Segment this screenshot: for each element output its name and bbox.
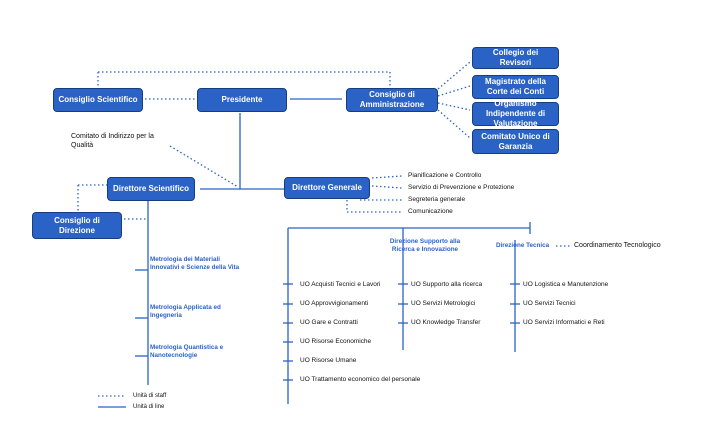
uo-tecnica-item: UO Servizi Tecnici — [523, 300, 576, 307]
staff-pianificazione: Pianificazione e Controllo — [408, 172, 482, 179]
direttore-generale-box: Direttore Generale — [284, 177, 370, 199]
legend-line-label: Unità di line — [133, 404, 165, 410]
comitato-garanzia-box: Comitato Unico di Garanzia — [472, 129, 559, 154]
uo-ricerca-item: UO Servizi Metrologici — [411, 300, 476, 307]
direzione-tecnica-label: Direzione Tecnica — [496, 242, 550, 249]
magistrato-corte-conti-box: Magistrato della Corte dei Conti — [472, 75, 559, 99]
consiglio-direzione-box: Consiglio di Direzione — [32, 212, 122, 239]
uo-generale-item: UO Trattamento economico del personale — [300, 376, 421, 383]
direttore-scientifico-box: Direttore Scientifico — [107, 177, 195, 201]
divisione-materiali: Metrologia dei Materiali Innovativi e Sc… — [150, 256, 240, 271]
presidente-box: Presidente — [197, 88, 287, 112]
comitato-indirizzo-label: Comitato di Indirizzo per la Qualità — [71, 133, 154, 149]
staff-comunicazione: Comunicazione — [408, 208, 453, 215]
collegio-revisori-box: Collegio dei Revisori — [472, 47, 559, 69]
uo-generale-item: UO Risorse Economiche — [300, 338, 372, 345]
uo-ricerca-item: UO Supporto alla ricerca — [411, 281, 483, 288]
staff-prevenzione: Servizio di Prevenzione e Protezione — [408, 184, 515, 191]
uo-ricerca-item: UO Knowledge Transfer — [411, 319, 481, 326]
direzione-ricerca-label: Direzione Supporto alla Ricerca e Innova… — [389, 238, 461, 253]
uo-generale-item: UO Acquisti Tecnici e Lavori — [300, 281, 381, 288]
coordinamento-label: Coordinamento Tecnologico — [574, 242, 661, 249]
organismo-valutazione-box: Organismo Indipendente di Valutazione — [472, 99, 559, 128]
divisione-quantistica: Metrologia Quantistica e Nanotecnologie — [150, 344, 224, 359]
uo-generale-item: UO Approvvigionamenti — [300, 300, 369, 307]
uo-generale-item: UO Gare e Contratti — [300, 319, 358, 326]
uo-tecnica-item: UO Servizi Informatici e Reti — [523, 319, 605, 326]
consiglio-scientifico-box: Consiglio Scientifico — [53, 88, 143, 112]
consiglio-amministrazione-box: Consiglio di Amministrazione — [346, 88, 438, 112]
legend-staff-label: Unità di staff — [133, 393, 167, 399]
divisione-applicata: Metrologia Applicata ed Ingegneria — [150, 304, 221, 319]
staff-segreteria: Segreteria generale — [408, 196, 466, 203]
uo-generale-item: UO Risorse Umane — [300, 357, 357, 364]
uo-tecnica-item: UO Logistica e Manutenzione — [523, 281, 609, 288]
